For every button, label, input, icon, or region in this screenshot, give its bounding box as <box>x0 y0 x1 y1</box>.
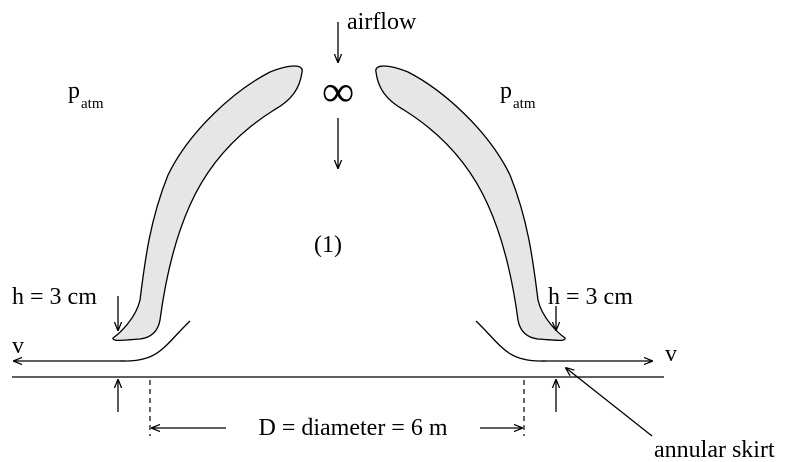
right-shroud-body <box>375 65 566 342</box>
skirt-pointer <box>566 368 653 437</box>
v-right-label: v <box>665 341 677 367</box>
p-atm-left: patm <box>68 78 104 112</box>
v-left-label: v <box>12 333 24 359</box>
left-shroud-body <box>112 65 303 342</box>
airflow-label: airflow <box>347 9 417 35</box>
right-flow-curve <box>475 320 546 362</box>
h-right-label: h = 3 cm <box>548 284 633 310</box>
h-left-label: h = 3 cm <box>12 284 97 310</box>
diameter-label: D = diameter = 6 m <box>258 415 447 441</box>
station-label: (1) <box>314 232 342 258</box>
infinity-label: ∞ <box>322 67 353 116</box>
left-flow-curve <box>120 320 191 362</box>
skirt-label: annular skirt <box>654 437 775 462</box>
p-atm-right: patm <box>500 78 536 112</box>
